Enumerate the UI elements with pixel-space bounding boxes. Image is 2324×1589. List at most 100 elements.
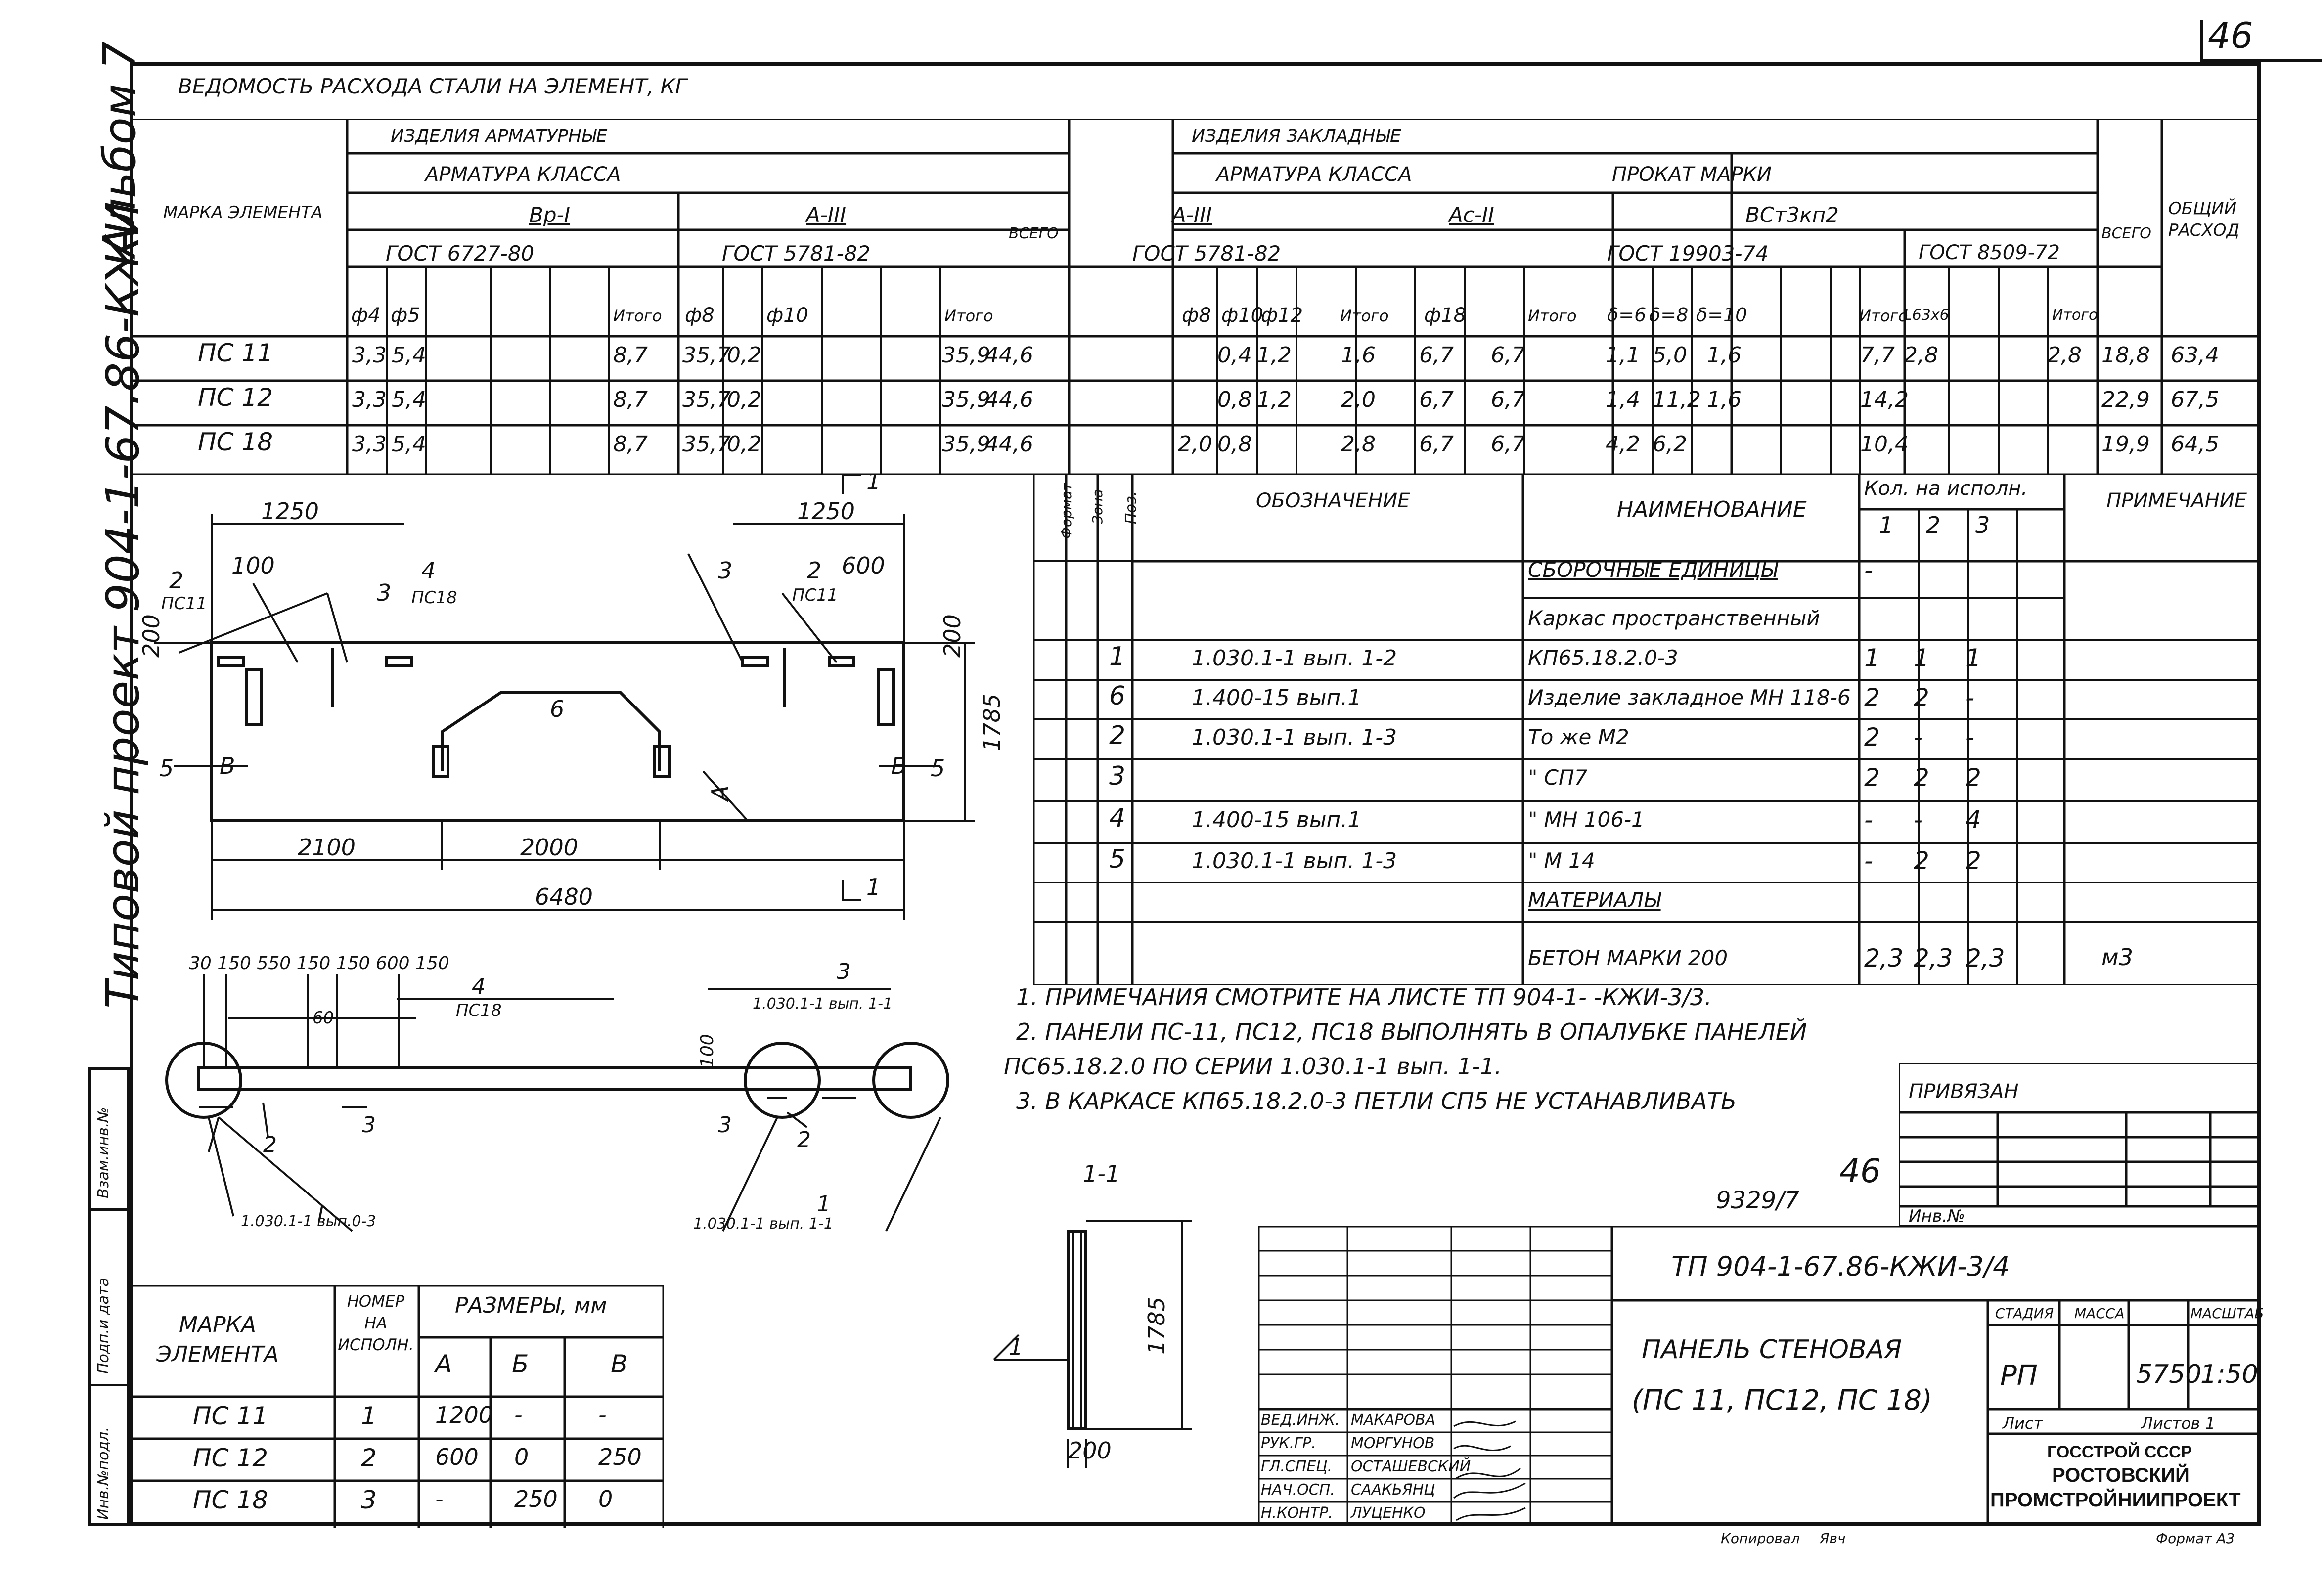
class-header-embed: АРМАТУРА КЛАССА	[1216, 163, 1412, 186]
gost-4: ГОСТ 19903-74	[1607, 241, 1769, 265]
dim-row-b: 250	[514, 1486, 558, 1512]
plan-lbl-3-right: 3	[718, 1112, 732, 1138]
sheet-frame	[130, 62, 2261, 1526]
dim-row-c: 250	[598, 1444, 642, 1470]
spec-qty: 2,3	[1966, 944, 2005, 972]
spec-qty: -	[1914, 805, 1923, 834]
spec-name: КП65.18.2.0-3	[1528, 646, 1678, 670]
sub-f18: ф18	[1424, 304, 1467, 327]
steel-cell: 0,8	[1217, 432, 1252, 457]
sub-itogo-4: Итого	[1528, 307, 1577, 325]
gost-2: ГОСТ 5781-82	[722, 241, 871, 265]
steel-cell: 44,6	[985, 432, 1033, 457]
spec-qty: 2	[1864, 683, 1880, 712]
spec-h-qty: Кол. на исполн.	[1864, 477, 2028, 500]
privyazan-title: ПРИВЯЗАН	[1909, 1080, 2019, 1103]
sub-itogo-6: Итого	[2052, 307, 2098, 324]
title-code: ТП 904-1-67.86-КЖИ-3/4	[1671, 1251, 2010, 1282]
spec-name: Изделие закладное МН 118-6	[1528, 685, 1851, 709]
dim-row-a: 600	[435, 1444, 479, 1470]
spec-qty: -	[1864, 805, 1874, 834]
steel-cell: 35,7	[682, 432, 731, 457]
steel-cell: 6,7	[1491, 387, 1525, 412]
steel-cell: 10,4	[1860, 432, 1909, 457]
steel-cell: 2,0	[1341, 387, 1376, 412]
people-role: ГЛ.СПЕЦ.	[1261, 1458, 1333, 1475]
steel-cell: 0,8	[1217, 387, 1252, 412]
steel-cell: 1,6	[1341, 343, 1376, 368]
people-name: ОСТАШЕВСКИЙ	[1351, 1458, 1471, 1475]
panel-plan-drawing: 30 150 550 150 150 600 150 60 100 4 ПС18…	[165, 954, 949, 1233]
spec-qty: 2	[1966, 846, 1981, 875]
dim-row-mark: ПС 18	[193, 1486, 268, 1514]
spec-note: м3	[2101, 944, 2133, 971]
dim-100-plan: 100	[697, 1034, 717, 1068]
steel-cell: 5,4	[392, 387, 426, 412]
dim-table-col-A: А	[435, 1350, 452, 1378]
steel-cell: 6,2	[1653, 432, 1687, 457]
lbl-ps11b: ПС11	[792, 585, 838, 605]
spec-pos: 6	[1109, 681, 1126, 711]
dim-1250-left: 1250	[261, 498, 319, 525]
title-scale: 1:50	[2200, 1360, 2258, 1389]
spec-designation: 1.030.1-1 вып. 1-2	[1192, 646, 1397, 671]
spec-qty: 2,3	[1864, 944, 1904, 972]
page-number: 46	[2208, 15, 2253, 56]
section-mark-top: 1	[866, 475, 881, 495]
lbl-3b: 3	[718, 557, 732, 584]
steel-cell: 19,9	[2101, 432, 2150, 457]
steel-cell: 35,9	[942, 387, 990, 412]
people-name: ЛУЦЕНКО	[1351, 1504, 1426, 1522]
spec-qty-col-1: 1	[1879, 512, 1894, 538]
plan-lbl-3: 3	[837, 959, 850, 984]
dim-row-a: -	[435, 1486, 444, 1512]
dim-table-col-B: Б	[512, 1350, 529, 1378]
sub-d8: δ=8	[1649, 304, 1689, 326]
handwritten-46: 46	[1839, 1152, 1881, 1190]
spec-name: " МН 106-1	[1528, 807, 1645, 832]
group-embed: ИЗДЕЛИЯ ЗАКЛАДНЫЕ	[1192, 126, 1401, 146]
steel-cell: 64,5	[2171, 432, 2219, 457]
spec-qty: 1	[1914, 644, 1929, 672]
total-label-reinf: ВСЕГО	[1009, 225, 1059, 242]
steel-mark-header: МАРКА ЭЛЕМЕНТА	[163, 203, 323, 222]
steel-cell: 44,6	[985, 387, 1033, 412]
sub-itogo-3: Итого	[1340, 307, 1389, 325]
steel-cell: 1,1	[1606, 343, 1640, 368]
spec-designation: 1.030.1-1 вып. 1-3	[1192, 848, 1397, 874]
title-org-3: ПРОМСТРОЙНИИПРОЕКТ	[1990, 1489, 2241, 1511]
plan-lbl-1: 1	[817, 1192, 831, 1217]
spec-name: То же М2	[1528, 725, 1629, 749]
steel-cell: 35,7	[682, 387, 731, 412]
steel-cell: 8,7	[613, 343, 648, 368]
dim-row-a: 1200	[435, 1402, 493, 1428]
people-name: СААКЬЯНЦ	[1351, 1481, 1435, 1499]
steel-cell: 3,3	[352, 387, 387, 412]
spec-name: СБОРОЧНЫЕ ЕДИНИЦЫ	[1528, 558, 1778, 582]
spec-qty: -	[1966, 723, 1975, 751]
spec-qty: 2	[1864, 723, 1880, 751]
steel-cell: 3,3	[352, 343, 387, 368]
steel-cell: 1,4	[1606, 387, 1640, 412]
a3b-class: А-III	[1172, 203, 1212, 227]
steel-table-grid	[130, 119, 2261, 475]
spec-pos: 2	[1109, 721, 1126, 750]
lbl-B: Б	[891, 752, 907, 779]
sub-d6: δ=6	[1607, 304, 1647, 326]
sub-f10: ф10	[766, 304, 809, 327]
lbl-6: 6	[550, 696, 564, 722]
spec-h-name: НАИМЕНОВАНИЕ	[1617, 497, 1807, 522]
footer-format: Формат А3	[2156, 1530, 2235, 1546]
dim-row-n: 1	[361, 1402, 377, 1430]
steel-cell: 2,8	[2047, 343, 2082, 368]
lbl-A: А	[707, 786, 733, 802]
steel-cell: 5,4	[392, 432, 426, 457]
footer-copied: Копировал	[1721, 1530, 1800, 1546]
title-sheet: Лист	[2003, 1414, 2043, 1433]
steel-cell: 6,7	[1419, 432, 1454, 457]
steel-cell: 7,7	[1860, 343, 1895, 368]
people-role: НАЧ.ОСП.	[1261, 1481, 1335, 1499]
dim-table-exec: НОМЕР НА ИСПОЛН.	[338, 1292, 414, 1354]
section-mark-bottom: 1	[866, 874, 881, 900]
plan-lbl-ref-left: 1.030.1-1 вып.0-3	[241, 1213, 376, 1230]
